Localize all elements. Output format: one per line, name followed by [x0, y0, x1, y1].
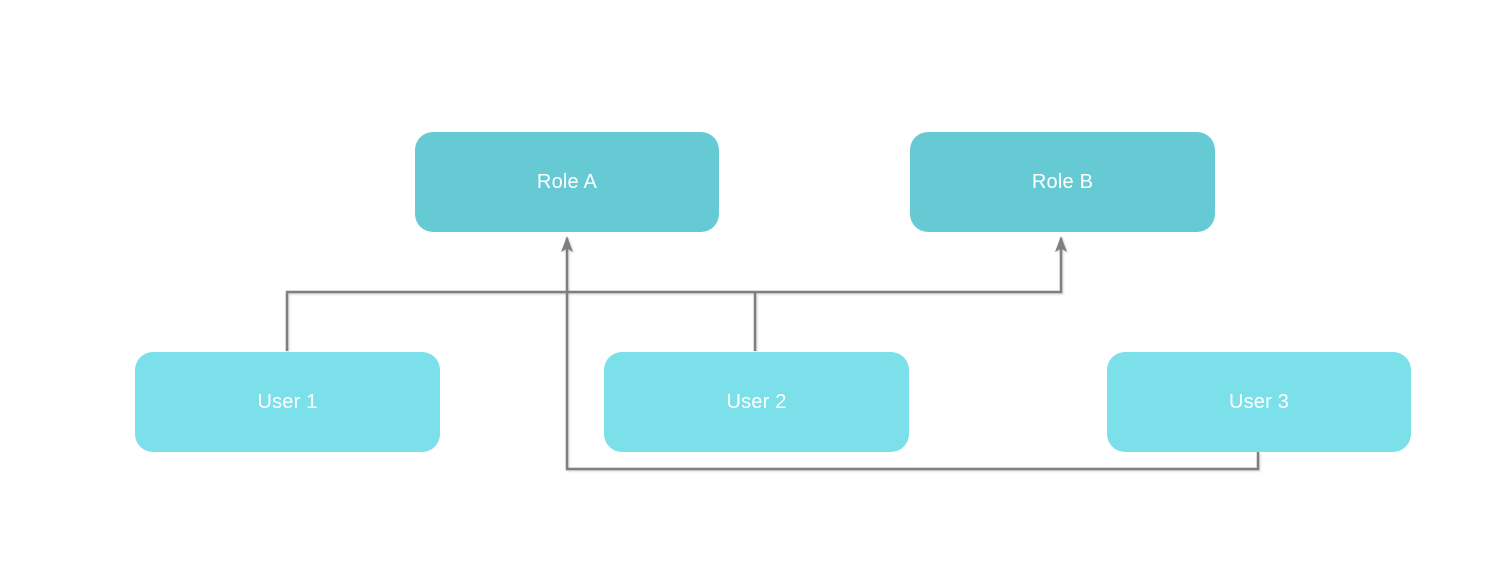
node-label-user-3: User 3: [1228, 390, 1290, 413]
node-user-3: User 3: [1107, 352, 1411, 452]
node-user-1: User 1: [135, 352, 440, 452]
node-label-user-1: User 1: [257, 390, 318, 413]
connector-user-3-to-role-a: [561, 236, 1260, 471]
node-label-user-2: User 2: [726, 390, 787, 413]
node-label-role-b: Role B: [1031, 170, 1094, 193]
node-role-a: Role A: [415, 132, 719, 232]
node-label-role-a: Role A: [536, 170, 598, 193]
node-role-b: Role B: [910, 132, 1215, 232]
connector-user-1-to-role-b: [285, 236, 1067, 351]
node-user-2: User 2: [604, 352, 909, 452]
